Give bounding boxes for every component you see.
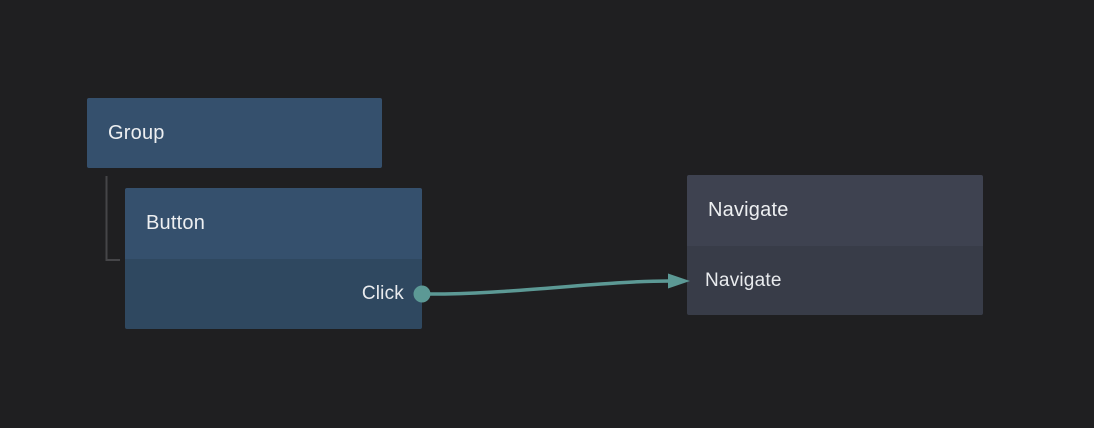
node-navigate-input-row[interactable]: Navigate [687, 246, 983, 315]
output-port-label-click: Click [361, 283, 404, 304]
node-button-title: Button [146, 212, 206, 234]
connection-edge[interactable] [421, 279, 671, 296]
node-group-header[interactable]: Group [87, 98, 382, 168]
hierarchy-connector-line [105, 176, 120, 261]
node-navigate[interactable]: Navigate Navigate [687, 175, 983, 315]
input-port-label-navigate: Navigate [705, 269, 782, 291]
node-group[interactable]: Group [87, 98, 382, 168]
node-button[interactable]: Button Click [125, 188, 422, 329]
node-button-output-row[interactable]: Click [125, 259, 422, 329]
node-navigate-header[interactable]: Navigate [687, 175, 983, 246]
node-button-header[interactable]: Button [125, 188, 422, 259]
node-navigate-title: Navigate [708, 199, 789, 221]
node-group-title: Group [108, 121, 165, 144]
